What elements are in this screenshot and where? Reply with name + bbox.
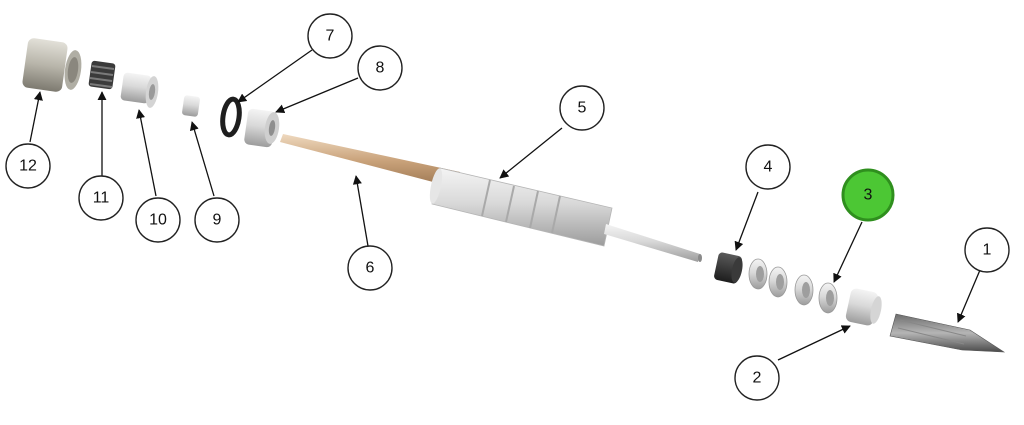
part-1-tip <box>889 313 1006 353</box>
leader-4 <box>734 191 759 251</box>
callout-12-label: 12 <box>19 158 37 175</box>
callout-1: 1 <box>964 227 1010 273</box>
callout-8: 8 <box>357 45 403 91</box>
callout-1-label: 1 <box>983 242 992 259</box>
callout-3-label: 3 <box>864 187 873 204</box>
leader-1 <box>957 269 981 323</box>
part-11-spring <box>88 60 116 90</box>
callout-11: 11 <box>78 175 124 221</box>
part-5-handle <box>429 167 702 262</box>
callout-7-label: 7 <box>326 28 335 45</box>
callout-10-label: 10 <box>149 212 167 229</box>
part-2-ring <box>845 288 882 326</box>
leader-8 <box>275 77 359 114</box>
callout-8-label: 8 <box>376 60 385 77</box>
callout-5: 5 <box>559 85 605 131</box>
leader-5 <box>499 127 563 179</box>
leader-6 <box>352 175 369 247</box>
part-7-o-ring <box>220 96 242 138</box>
callout-12: 12 <box>5 143 51 189</box>
leader-lines <box>29 49 981 361</box>
callout-10: 10 <box>135 197 181 243</box>
leader-7 <box>237 49 313 103</box>
part-10-bushing <box>120 72 159 108</box>
part-3-washers <box>748 258 838 314</box>
leader-2 <box>777 325 851 361</box>
callout-6: 6 <box>347 245 393 291</box>
leader-12 <box>29 91 43 143</box>
part-12-end-cap <box>22 38 82 92</box>
leader-10 <box>136 109 157 197</box>
callout-4: 4 <box>745 144 791 190</box>
callout-6-label: 6 <box>366 260 375 277</box>
callout-2: 2 <box>734 355 780 401</box>
leader-9 <box>189 121 215 197</box>
part-8-collar <box>244 108 280 148</box>
callout-4-label: 4 <box>764 159 773 176</box>
callout-5-label: 5 <box>578 100 587 117</box>
callout-2-label: 2 <box>753 370 762 387</box>
part-9-sleeve <box>182 95 200 117</box>
part-6-rod <box>280 134 460 188</box>
callout-7: 7 <box>307 13 353 59</box>
callout-9-label: 9 <box>213 212 222 229</box>
part-4-nut <box>714 252 743 284</box>
callout-3: 3 <box>841 168 895 222</box>
leader-3 <box>833 221 863 283</box>
callout-9: 9 <box>194 197 240 243</box>
callout-11-label: 11 <box>93 190 110 207</box>
